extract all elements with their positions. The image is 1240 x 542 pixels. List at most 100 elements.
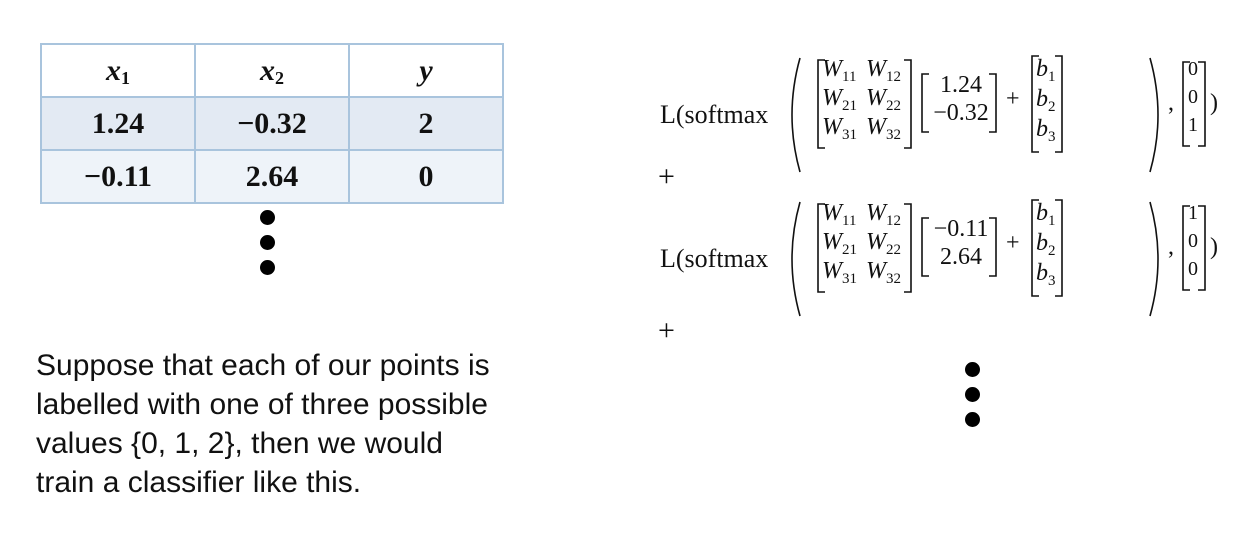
table-cell: 0 [348,149,504,204]
comma: , [1168,234,1174,260]
weight-entry: W32 [866,114,901,143]
bias-entry: b1 [1036,56,1056,85]
weight-entry: W22 [866,85,901,114]
math-variable: W [822,85,842,111]
math-variable: W [866,200,886,226]
left-bracket [817,59,825,149]
plus-sign: + [658,160,675,193]
right-paren [1149,201,1159,317]
table-cell: −0.32 [194,96,350,151]
label-entry: 1 [1188,202,1198,224]
math-variable: b [1036,116,1048,142]
input-entry: −0.11 [933,216,989,242]
math-subscript: 2 [1048,243,1056,259]
left-bracket [1031,55,1039,153]
left-paren [791,201,801,317]
function-name: L(softmax [660,244,769,273]
math-subscript: 32 [886,271,901,287]
math-subscript: 12 [886,69,901,85]
math-variable: W [866,258,886,284]
right-bracket [989,73,997,133]
plus-sign: + [1006,86,1020,112]
weight-entry: W21 [822,85,857,114]
label-entry: 1 [1188,114,1198,136]
math-subscript: 22 [886,98,901,114]
left-bracket [921,73,929,133]
table-cell: 1.24 [40,96,196,151]
right-bracket [1198,61,1206,147]
math-variable: W [866,229,886,255]
equation-brackets [791,199,1206,317]
math-variable: W [822,258,842,284]
math-subscript: 1 [1048,213,1056,229]
right-bracket [989,217,997,277]
math-subscript: 3 [1048,129,1056,145]
right-bracket [1055,55,1063,153]
input-entry: 2.64 [940,244,982,270]
bias-entry: b2 [1036,86,1056,115]
weight-entry: W12 [866,200,901,229]
header-y: y [348,43,504,98]
weight-entry: W12 [866,56,901,85]
math-subscript: 3 [1048,273,1056,289]
math-subscript: 31 [842,271,857,287]
closing-paren: ) [1210,234,1218,260]
table-cell: 2 [348,96,504,151]
data-table: x1 x2 y 1.24 −0.32 2 −0.11 2.64 0 [40,43,504,204]
weight-entry: W31 [822,114,857,143]
math-subscript: 12 [886,213,901,229]
math-variable: W [866,85,886,111]
weight-entry: W22 [866,229,901,258]
left-bracket [1182,61,1190,147]
math-subscript: 21 [842,98,857,114]
math-variable: W [866,114,886,140]
right-bracket [904,59,912,149]
comma: , [1168,90,1174,116]
weight-entry: W11 [822,200,857,229]
table-row: 1.24 −0.32 2 [40,96,504,151]
table-cell: 2.64 [194,149,350,204]
weight-entry: W11 [822,56,856,85]
math-subscript: 31 [842,127,857,143]
closing-paren: ) [1210,90,1218,116]
right-bracket [1055,199,1063,297]
math-variable: W [822,114,842,140]
left-paren [791,57,801,173]
right-paren [1149,57,1159,173]
math-variable: W [822,200,842,226]
left-bracket [921,217,929,277]
plus-sign: + [658,314,675,347]
math-variable: W [822,56,842,82]
vertical-ellipsis-icon [965,362,985,437]
math-variable: b [1036,56,1048,82]
math-variable: b [1036,86,1048,112]
input-entry: 1.24 [940,72,982,98]
right-bracket [1198,205,1206,291]
function-name: L(softmax [660,100,769,129]
weight-entry: W32 [866,258,901,287]
math-subscript: 11 [842,213,857,229]
label-entry: 0 [1188,258,1198,280]
bias-entry: b2 [1036,230,1056,259]
math-variable: b [1036,200,1048,226]
table-header-row: x1 x2 y [40,43,504,98]
left-bracket [1031,199,1039,297]
math-subscript: 2 [1048,99,1056,115]
header-x1: x1 [40,43,196,98]
vertical-ellipsis-icon [260,210,280,285]
math-subscript: 21 [842,242,857,258]
weight-entry: W21 [822,229,857,258]
table-row: −0.11 2.64 0 [40,149,504,204]
description-text: Suppose that each of our points is label… [36,349,490,499]
header-x2: x2 [194,43,350,98]
input-entry: −0.32 [933,100,989,126]
left-bracket [1182,205,1190,291]
label-entry: 0 [1188,58,1198,80]
plus-sign: + [1006,230,1020,256]
bias-entry: b3 [1036,116,1056,145]
left-bracket [817,203,825,293]
math-subscript: 32 [886,127,901,143]
weight-entry: W31 [822,258,857,287]
table-cell: −0.11 [40,149,196,204]
